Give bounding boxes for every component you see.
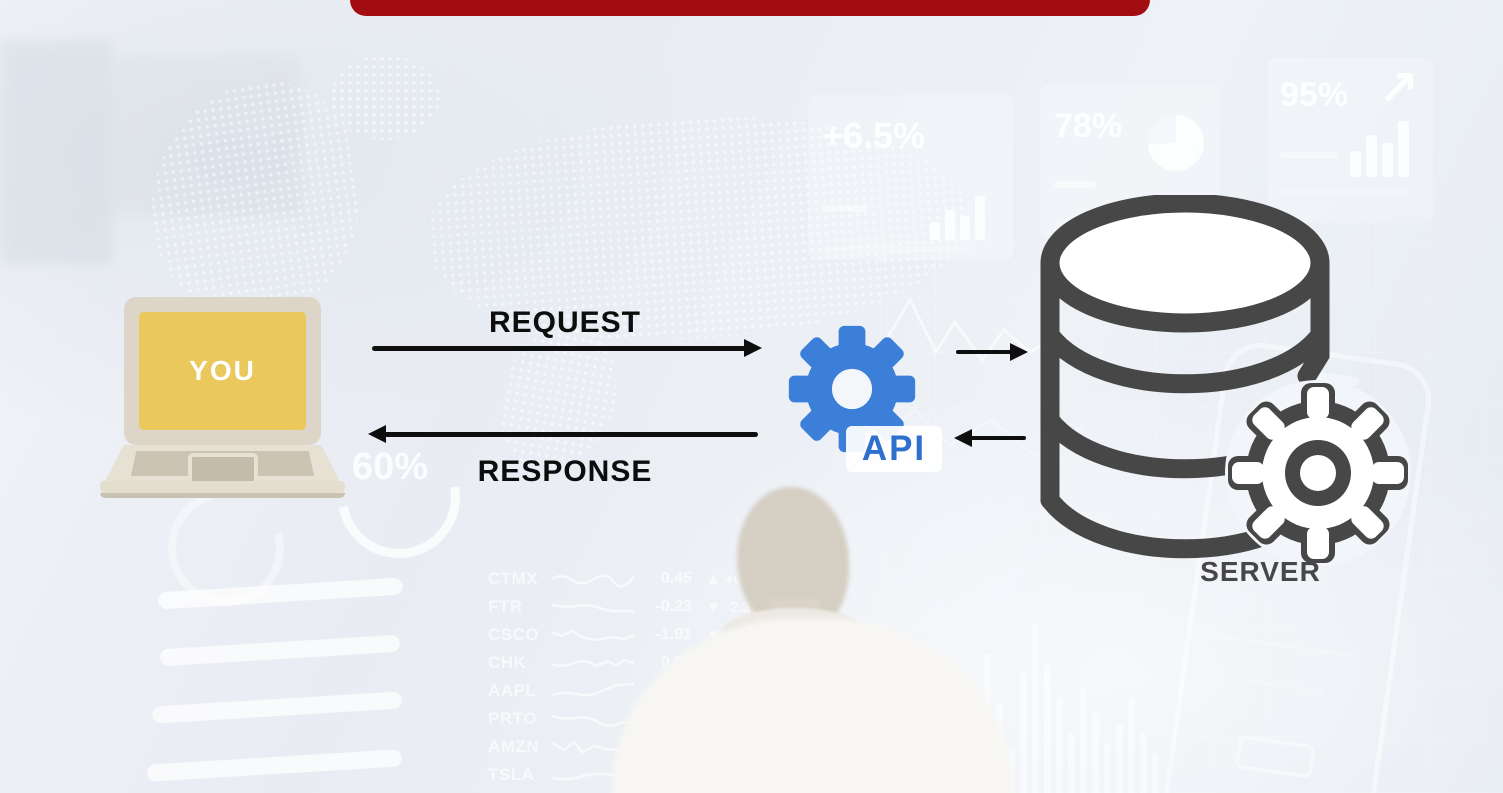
table-row: PRTO <box>488 705 816 733</box>
request-arrow <box>372 346 746 351</box>
building-silhouette <box>112 55 302 215</box>
api-label-box: API <box>846 426 942 472</box>
building-silhouette <box>0 40 112 265</box>
request-arrowhead-icon <box>744 339 762 357</box>
api-label: API <box>861 429 927 468</box>
mini-bar <box>975 196 985 240</box>
stat-panel: +6.5% <box>808 95 1013 260</box>
ticker-change: 0.45 <box>660 570 692 587</box>
database-icon <box>1040 195 1411 566</box>
ticker-symbol: CSCO <box>488 625 540 644</box>
server-gear-icon <box>1225 380 1411 566</box>
server-to-api-arrow <box>970 436 1026 440</box>
sparkline-icon <box>551 658 635 668</box>
top-banner-bar <box>350 0 1150 16</box>
pie-chart-icon <box>1148 115 1204 171</box>
mini-bar <box>960 216 970 240</box>
list-bar <box>151 691 403 724</box>
stat-value: 95% <box>1280 76 1349 114</box>
caption-line <box>1280 189 1410 195</box>
ticker-change: -0.23 <box>655 598 692 615</box>
laptop-trackpad <box>187 453 258 481</box>
stat-panel: 95% ↗ <box>1268 58 1433 223</box>
mini-bar <box>930 222 940 240</box>
list-bar <box>146 749 403 782</box>
ticker-symbol: TSLA <box>488 765 535 784</box>
mini-bar <box>1382 143 1393 177</box>
response-arrowhead-icon <box>368 425 386 443</box>
request-label: REQUEST <box>488 306 642 339</box>
api-to-server-arrow <box>956 350 1012 354</box>
list-bar <box>159 634 401 667</box>
table-row: AAPL <box>488 677 816 705</box>
ticker-symbol: AAPL <box>488 681 537 700</box>
sparkline-icon <box>551 574 636 588</box>
ticker-symbol: CTMX <box>488 569 539 588</box>
mini-bar <box>1398 121 1409 177</box>
mini-bar <box>1350 151 1361 177</box>
world-map-dots <box>330 55 440 140</box>
stat-value: 78% <box>1054 107 1123 145</box>
table-row: AMZN <box>488 733 816 761</box>
server-label: SERVER <box>1200 556 1321 587</box>
sparkline-icon <box>551 629 635 642</box>
caption-line <box>822 246 972 252</box>
laptop-screen: YOU <box>124 297 321 445</box>
you-label: YOU <box>189 355 256 386</box>
laptop-icon: YOU <box>100 293 345 498</box>
laptop-screen-display: YOU <box>139 312 306 430</box>
api-to-server-arrowhead-icon <box>1010 343 1028 361</box>
server-to-api-arrowhead-icon <box>954 429 972 447</box>
laptop-keyboard <box>105 445 340 481</box>
ticker-symbol: FTR <box>488 597 523 616</box>
caption-line <box>822 205 868 212</box>
mini-bar <box>945 210 955 240</box>
ticker-symbol: PRTO <box>488 709 537 728</box>
caption-line <box>1054 181 1096 188</box>
laptop-base <box>100 481 345 498</box>
response-label: RESPONSE <box>477 455 653 488</box>
ticker-symbol: CHK <box>488 653 527 672</box>
ticker-change: -1.01 <box>655 626 692 643</box>
gauge-label: 60% <box>352 446 429 488</box>
sparkline-icon <box>551 740 635 754</box>
sparkline-icon <box>551 682 635 697</box>
sparkline-icon <box>551 603 635 614</box>
caption-line <box>1280 152 1338 159</box>
sparkline-icon <box>551 714 635 727</box>
response-arrow <box>384 432 758 437</box>
mini-bar <box>1366 135 1377 177</box>
ticker-symbol: AMZN <box>488 737 540 756</box>
stat-value: +6.5% <box>822 115 926 156</box>
rising-arrow-icon: ↗ <box>1378 60 1419 113</box>
